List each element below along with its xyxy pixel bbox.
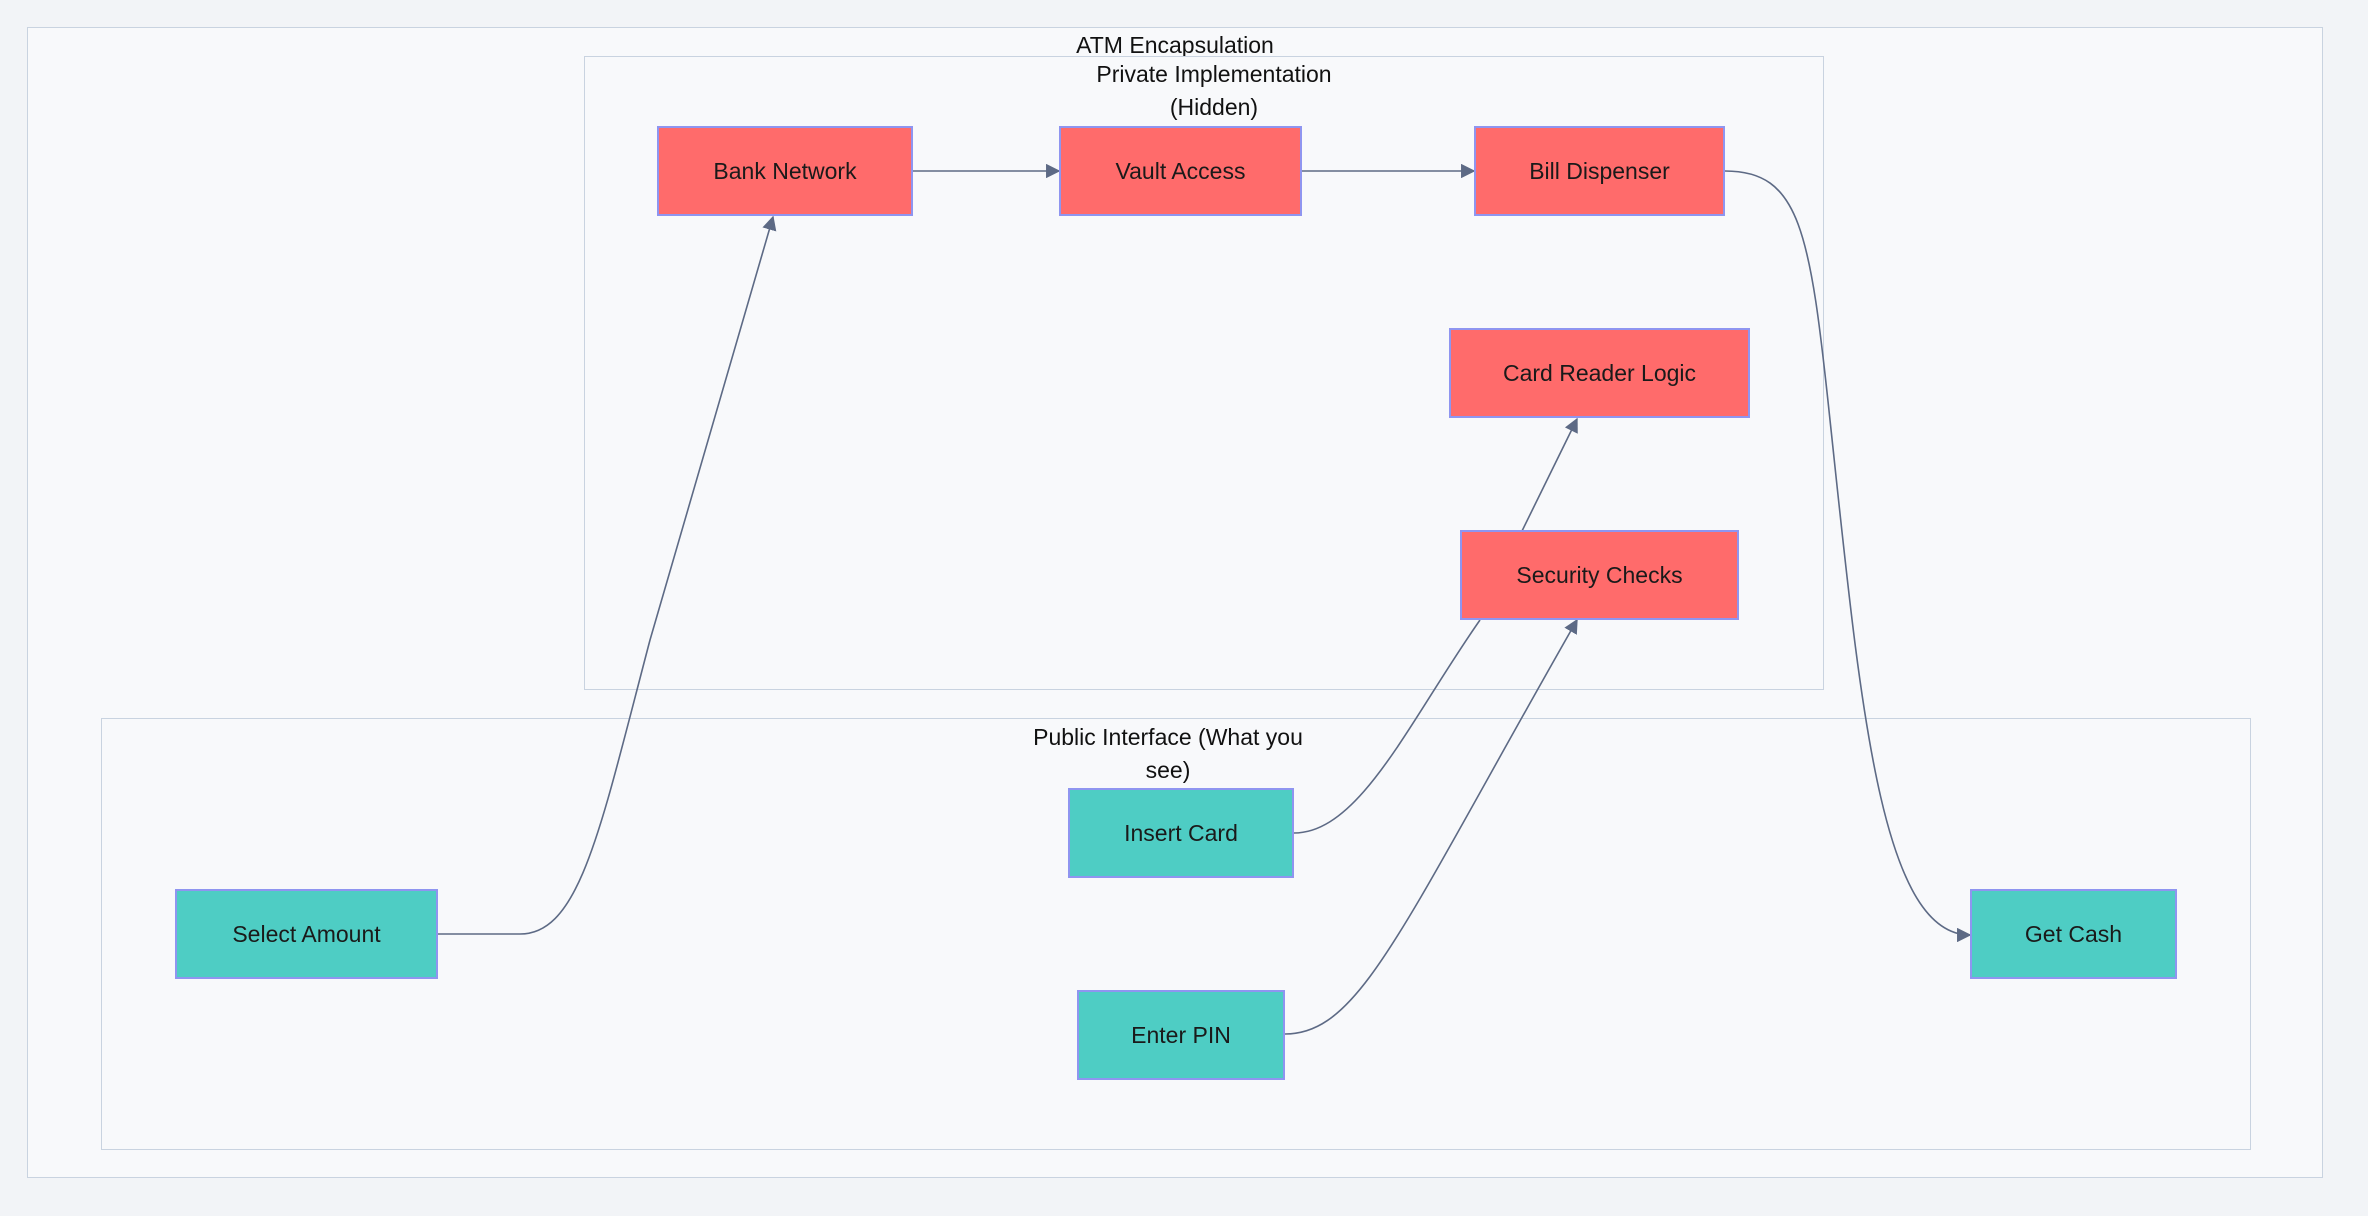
node-get-cash[interactable]: Get Cash (1970, 889, 2177, 979)
private-group-title-line2: (Hidden) (1169, 94, 1259, 120)
node-security-checks[interactable]: Security Checks (1460, 530, 1739, 620)
node-bank-network[interactable]: Bank Network (657, 126, 913, 216)
node-bill-dispenser[interactable]: Bill Dispenser (1474, 126, 1725, 216)
node-enter-pin[interactable]: Enter PIN (1077, 990, 1285, 1080)
node-insert-card[interactable]: Insert Card (1068, 788, 1294, 878)
private-group-title-line1: Private Implementation (1096, 61, 1332, 87)
node-vault-access[interactable]: Vault Access (1059, 126, 1302, 216)
public-group-title-line2: see) (1145, 757, 1191, 783)
node-select-amount[interactable]: Select Amount (175, 889, 438, 979)
public-group-title-line1: Public Interface (What you (1033, 724, 1303, 750)
node-card-reader-logic[interactable]: Card Reader Logic (1449, 328, 1750, 418)
outer-group-title: ATM Encapsulation (1076, 32, 1274, 58)
